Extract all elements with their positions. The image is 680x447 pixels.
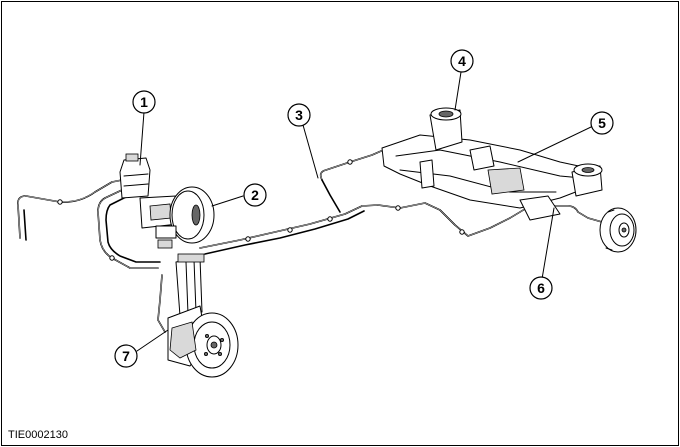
callout-number-4: 4 (458, 53, 466, 69)
callout-2: 2 (243, 183, 267, 207)
brake-lines (17, 147, 603, 333)
master-cylinder-assembly (119, 153, 215, 249)
callout-number-5: 5 (598, 115, 606, 131)
callout-number-2: 2 (251, 187, 259, 203)
front-wheel-assembly (167, 253, 239, 378)
callout-7: 7 (114, 344, 138, 368)
callout-number-3: 3 (295, 107, 303, 123)
callout-number-6: 6 (537, 280, 545, 296)
callout-3: 3 (287, 103, 311, 127)
rear-drum-assembly (599, 207, 637, 253)
callout-4: 4 (450, 49, 474, 73)
rear-crossmember (381, 107, 603, 221)
callout-6: 6 (529, 276, 553, 300)
callout-5: 5 (590, 111, 614, 135)
callout-number-7: 7 (122, 348, 130, 364)
callout-number-1: 1 (140, 94, 148, 110)
figure-id: TIE0002130 (8, 429, 68, 441)
callout-1: 1 (132, 90, 156, 114)
callout-leaders (136, 71, 592, 352)
